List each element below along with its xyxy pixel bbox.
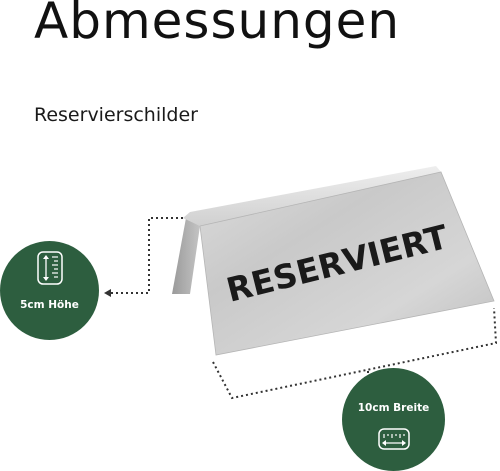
sign-front-panel [199, 171, 495, 356]
height-badge: 5cm Höhe [0, 241, 99, 340]
sign-top-fold [183, 166, 441, 226]
width-dimension-line [212, 307, 498, 400]
vertical-ruler-icon [37, 251, 63, 285]
horizontal-ruler-icon [378, 428, 410, 450]
height-arrow-head [104, 289, 111, 297]
height-badge-label: 5cm Höhe [20, 299, 79, 311]
height-dimension-line [107, 217, 183, 294]
page-subtitle: Reservierschilder [34, 104, 198, 126]
width-badge-label: 10cm Breite [357, 402, 430, 414]
page-title: Abmessungen [34, 0, 401, 50]
width-badge: 10cm Breite [342, 368, 445, 471]
sign-back-panel [172, 218, 200, 294]
